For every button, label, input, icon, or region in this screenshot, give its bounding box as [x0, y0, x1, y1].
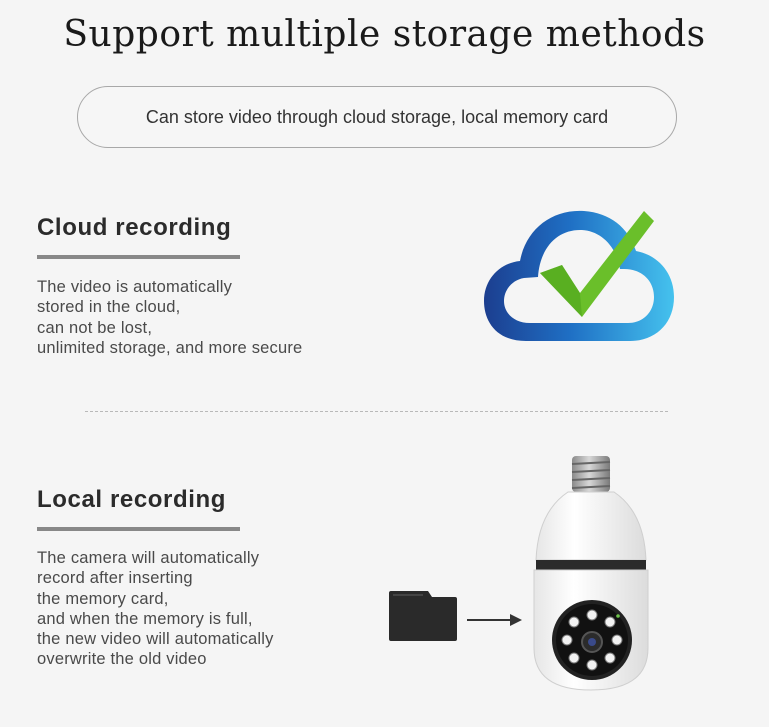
- description-line: record after inserting: [37, 569, 193, 588]
- description-line: and when the memory is full,: [37, 609, 253, 628]
- local-recording-heading: Local recording: [37, 486, 227, 513]
- description-line: The camera will automatically: [37, 549, 260, 567]
- local-heading-underline: [37, 527, 240, 531]
- cloud-recording-heading: Cloud recording: [37, 214, 232, 241]
- description-line: The video is automatically: [37, 278, 233, 296]
- storage-summary-text: Can store video through cloud storage, l…: [145, 106, 609, 127]
- cloud-check-icon: [484, 210, 674, 341]
- cloud-heading-underline: [37, 255, 240, 259]
- section-divider: [85, 411, 668, 412]
- storage-summary-pill: Can store video through cloud storage, l…: [77, 86, 677, 148]
- description-line: unlimited storage, and more secure: [37, 338, 303, 357]
- description-line: can not be lost,: [37, 318, 153, 337]
- arrow-right-icon: [467, 614, 522, 626]
- page-title: Support multiple storage methods: [63, 14, 706, 55]
- cloud-recording-description: The video is automatically stored in the…: [37, 277, 302, 358]
- local-recording-description: The camera will automatically record aft…: [37, 548, 274, 670]
- bulb-camera-icon: [533, 456, 649, 691]
- description-line: overwrite the old video: [37, 650, 207, 669]
- description-line: stored in the cloud,: [37, 298, 181, 317]
- memory-card-icon: [389, 591, 457, 641]
- description-line: the memory card,: [37, 589, 169, 608]
- description-line: the new video will automatically: [37, 630, 274, 649]
